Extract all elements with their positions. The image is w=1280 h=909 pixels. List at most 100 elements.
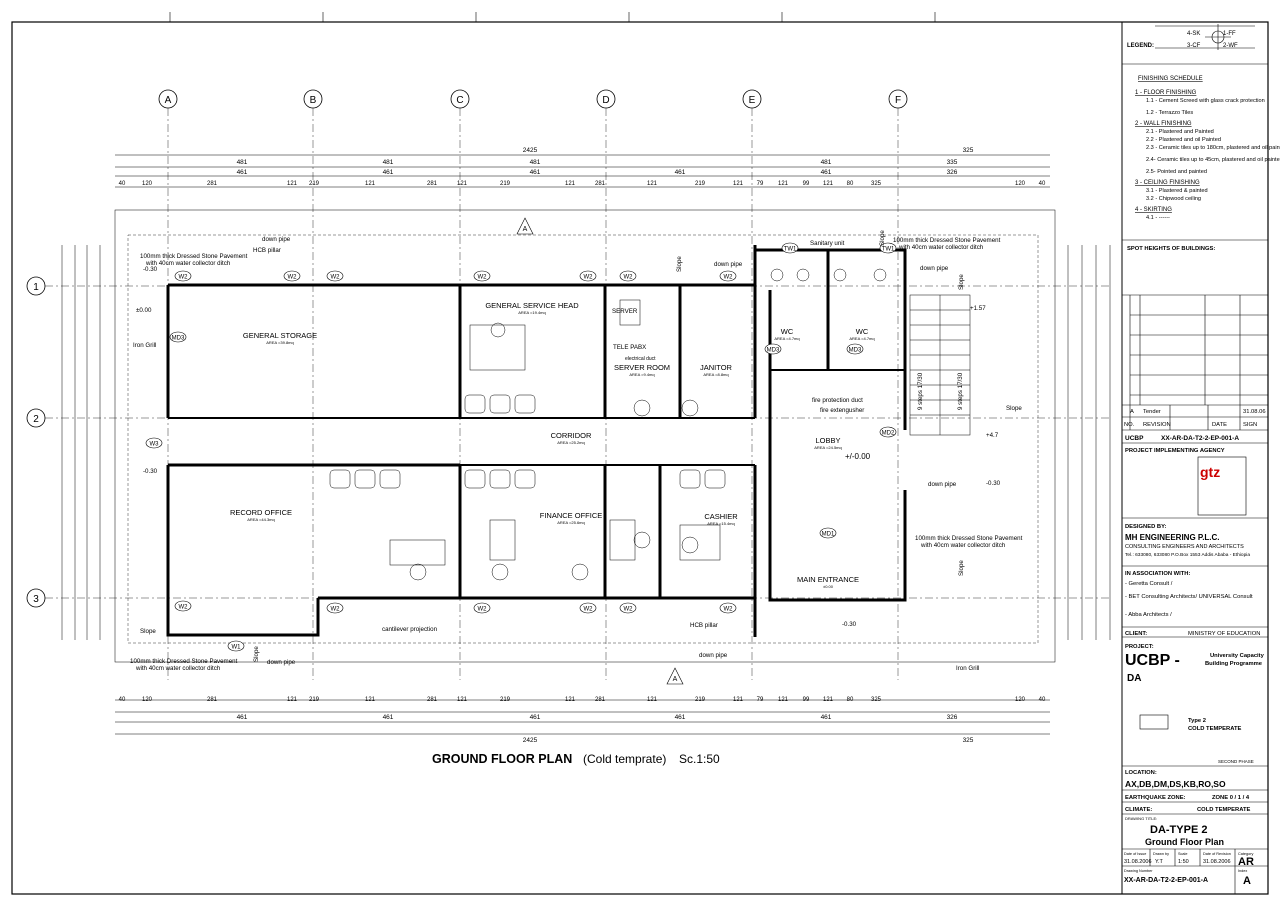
room-name-0: GENERAL STORAGE [243,331,317,340]
tb-v-cat: AR [1238,856,1254,868]
note-slope-right-3: Slope [958,560,965,576]
dim-bot3-16: 99 [803,697,810,703]
tag-4 [579,270,597,282]
dim-bot-a: 461 [237,714,248,721]
titleblock-data: SPOT HEIGHTS OF BUILDINGS: A Tender 31.0… [1124,246,1266,887]
dim-bot-c: 461 [530,714,541,721]
plan-title: GROUND FLOOR PLAN [432,752,572,766]
note-down-pipe-2: down pipe [267,659,296,666]
dim-top3-12: 219 [695,181,706,187]
grid-bubble-C [450,89,470,109]
dim-bot3-1: 120 [142,697,153,703]
dim-bot3-14: 79 [757,697,764,703]
rev-id: A [1130,409,1134,415]
tb-client: MINISTRY OF EDUCATION [1188,631,1260,637]
tb-f-rev: Date of Revision [1203,852,1231,856]
tag-1 [283,270,301,282]
room-name-5: LOBBY [815,436,840,445]
rev-h-sign: SIGN [1243,422,1257,428]
grid-label-F: F [895,95,901,106]
tb-client-label: CLIENT: [1125,631,1147,637]
tag-11 [619,602,637,614]
note-pavement-3b: with 40cm water collector ditch [898,244,984,251]
tb-location: AX,DB,DM,DS,KB,RO,SO [1125,779,1226,789]
tag-label-1: W2 [288,274,298,280]
grid-label-2: 2 [33,414,39,425]
note-slope-left: Slope [140,628,156,635]
level-lobby: +/-0.00 [845,452,871,461]
tag-10 [579,602,597,614]
titleblock-lines [1122,25,1268,894]
room-name-3: JANITOR [700,363,733,372]
dim-bot3-15: 121 [778,697,789,703]
dim-bot3-10: 281 [595,697,606,703]
dim-total: 2425 [523,147,538,154]
level-entrance: -0.30 [842,621,857,628]
room-area-2: AREA =9.4mq [629,372,654,377]
tag-label-4: W2 [584,274,594,280]
note-hcb-pillar-1: HCB pillar [253,247,281,254]
grid-label-C: C [456,95,463,106]
tb-v-scale: 1:50 [1178,859,1189,865]
gtz-logo: gtz [1200,464,1220,480]
tb-f-cat: Category [1238,852,1254,856]
tb-f-issue: Date of Issue [1124,852,1146,856]
tag-14 [145,437,163,449]
pavement-line [127,234,1039,644]
note-down-pipe-1: down pipe [262,236,291,243]
dim-top3-14: 79 [757,181,764,187]
tag-label-5: W2 [624,274,634,280]
note-pavement-4a: 100mm thick Dressed Stone Pavement [915,535,1023,542]
dim-top3-7: 121 [457,181,468,187]
room-area-7: AREA =25.6mq [557,520,584,525]
dim-bot3-9: 121 [565,697,576,703]
dim-bot-e: 461 [821,714,832,721]
room-area-1: AREA =19.4mq [518,310,545,315]
tag-label-10: W2 [584,606,594,612]
grid-bubble-A [158,89,178,109]
tb-firm-addr: Tel.: 633080, 633080 P.O.Box 1553 Addis … [1125,552,1250,558]
note-steps-2: 9 steps 17/30 [957,372,964,410]
tb-agency-label: PROJECT IMPLEMENTING AGENCY [1125,448,1225,454]
dim-top2-f: 326 [947,169,958,176]
tag-15 [781,242,799,254]
dim-top3-10: 281 [595,181,606,187]
note-down-pipe-5: down pipe [920,265,949,272]
dim-bot-b: 461 [383,714,394,721]
rotated-annotations: Slope Slope Slope Slope Slope 9 steps 17… [253,230,965,662]
tag-label-18: MD1 [822,531,835,537]
tag-17 [169,331,187,343]
finish-item-0-0: 1.1 - Cement Screed with glass crack pro… [1146,98,1265,104]
tag-label-12: W2 [724,606,734,612]
tb-phase: SECOND PHASE [1218,759,1254,764]
note-slope-right-2: Slope [958,274,965,290]
note-pavement-3a: 100mm thick Dressed Stone Pavement [893,237,1001,244]
room-name-10: WC [781,327,794,336]
dim-bot3-2: 281 [207,697,218,703]
tb-assoc-label: IN ASSOCIATION WITH: [1125,571,1190,577]
dim-bot-total: 2425 [523,737,538,744]
note-slope-top: Slope [676,256,683,272]
note-steps-1: 9 steps 17/30 [917,372,924,410]
dim-bot3-17: 121 [823,697,834,703]
room-area-6: AREA =44.3mq [247,517,274,522]
dim-bot3-12: 219 [695,697,706,703]
room-name-8: CASHIER [704,512,738,521]
dim-top1-b: 481 [383,159,394,166]
level-157: +1.57 [970,305,986,312]
tb-project-sub: DA [1127,673,1141,684]
tb-v-index: A [1243,875,1251,887]
dim-top1-d: 481 [821,159,832,166]
finishing-title: FINISHING SCHEDULE [1138,76,1203,82]
finish-head-0: 1 - FLOOR FINISHING [1135,90,1197,96]
grid-bubble-B [303,89,323,109]
grid-bubble-3 [26,588,46,608]
rev-h-date: DATE [1212,422,1227,428]
dim-top3-3: 121 [287,181,298,187]
dim-bot3-8: 219 [500,697,511,703]
dim-bot-d: 461 [675,714,686,721]
tb-f-num: Drawing Number [1124,869,1153,873]
dim-bot3-0: 40 [119,697,126,703]
